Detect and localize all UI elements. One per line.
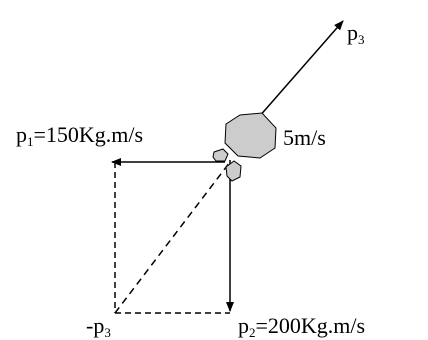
dashed-diagonal-line bbox=[114, 161, 231, 314]
small-fragment-bottom bbox=[225, 160, 242, 182]
small-fragment-left bbox=[212, 148, 229, 162]
large-fragment bbox=[224, 112, 277, 159]
p2-label: p2=200Kg.m/s bbox=[238, 313, 365, 340]
neg-p3-label: -p3 bbox=[86, 313, 111, 340]
p3-label: p3 bbox=[347, 20, 365, 47]
p3-vector-arrow bbox=[257, 20, 344, 119]
speed-label: 5m/s bbox=[283, 125, 326, 150]
p1-label: p1=150Kg.m/s bbox=[16, 122, 143, 149]
